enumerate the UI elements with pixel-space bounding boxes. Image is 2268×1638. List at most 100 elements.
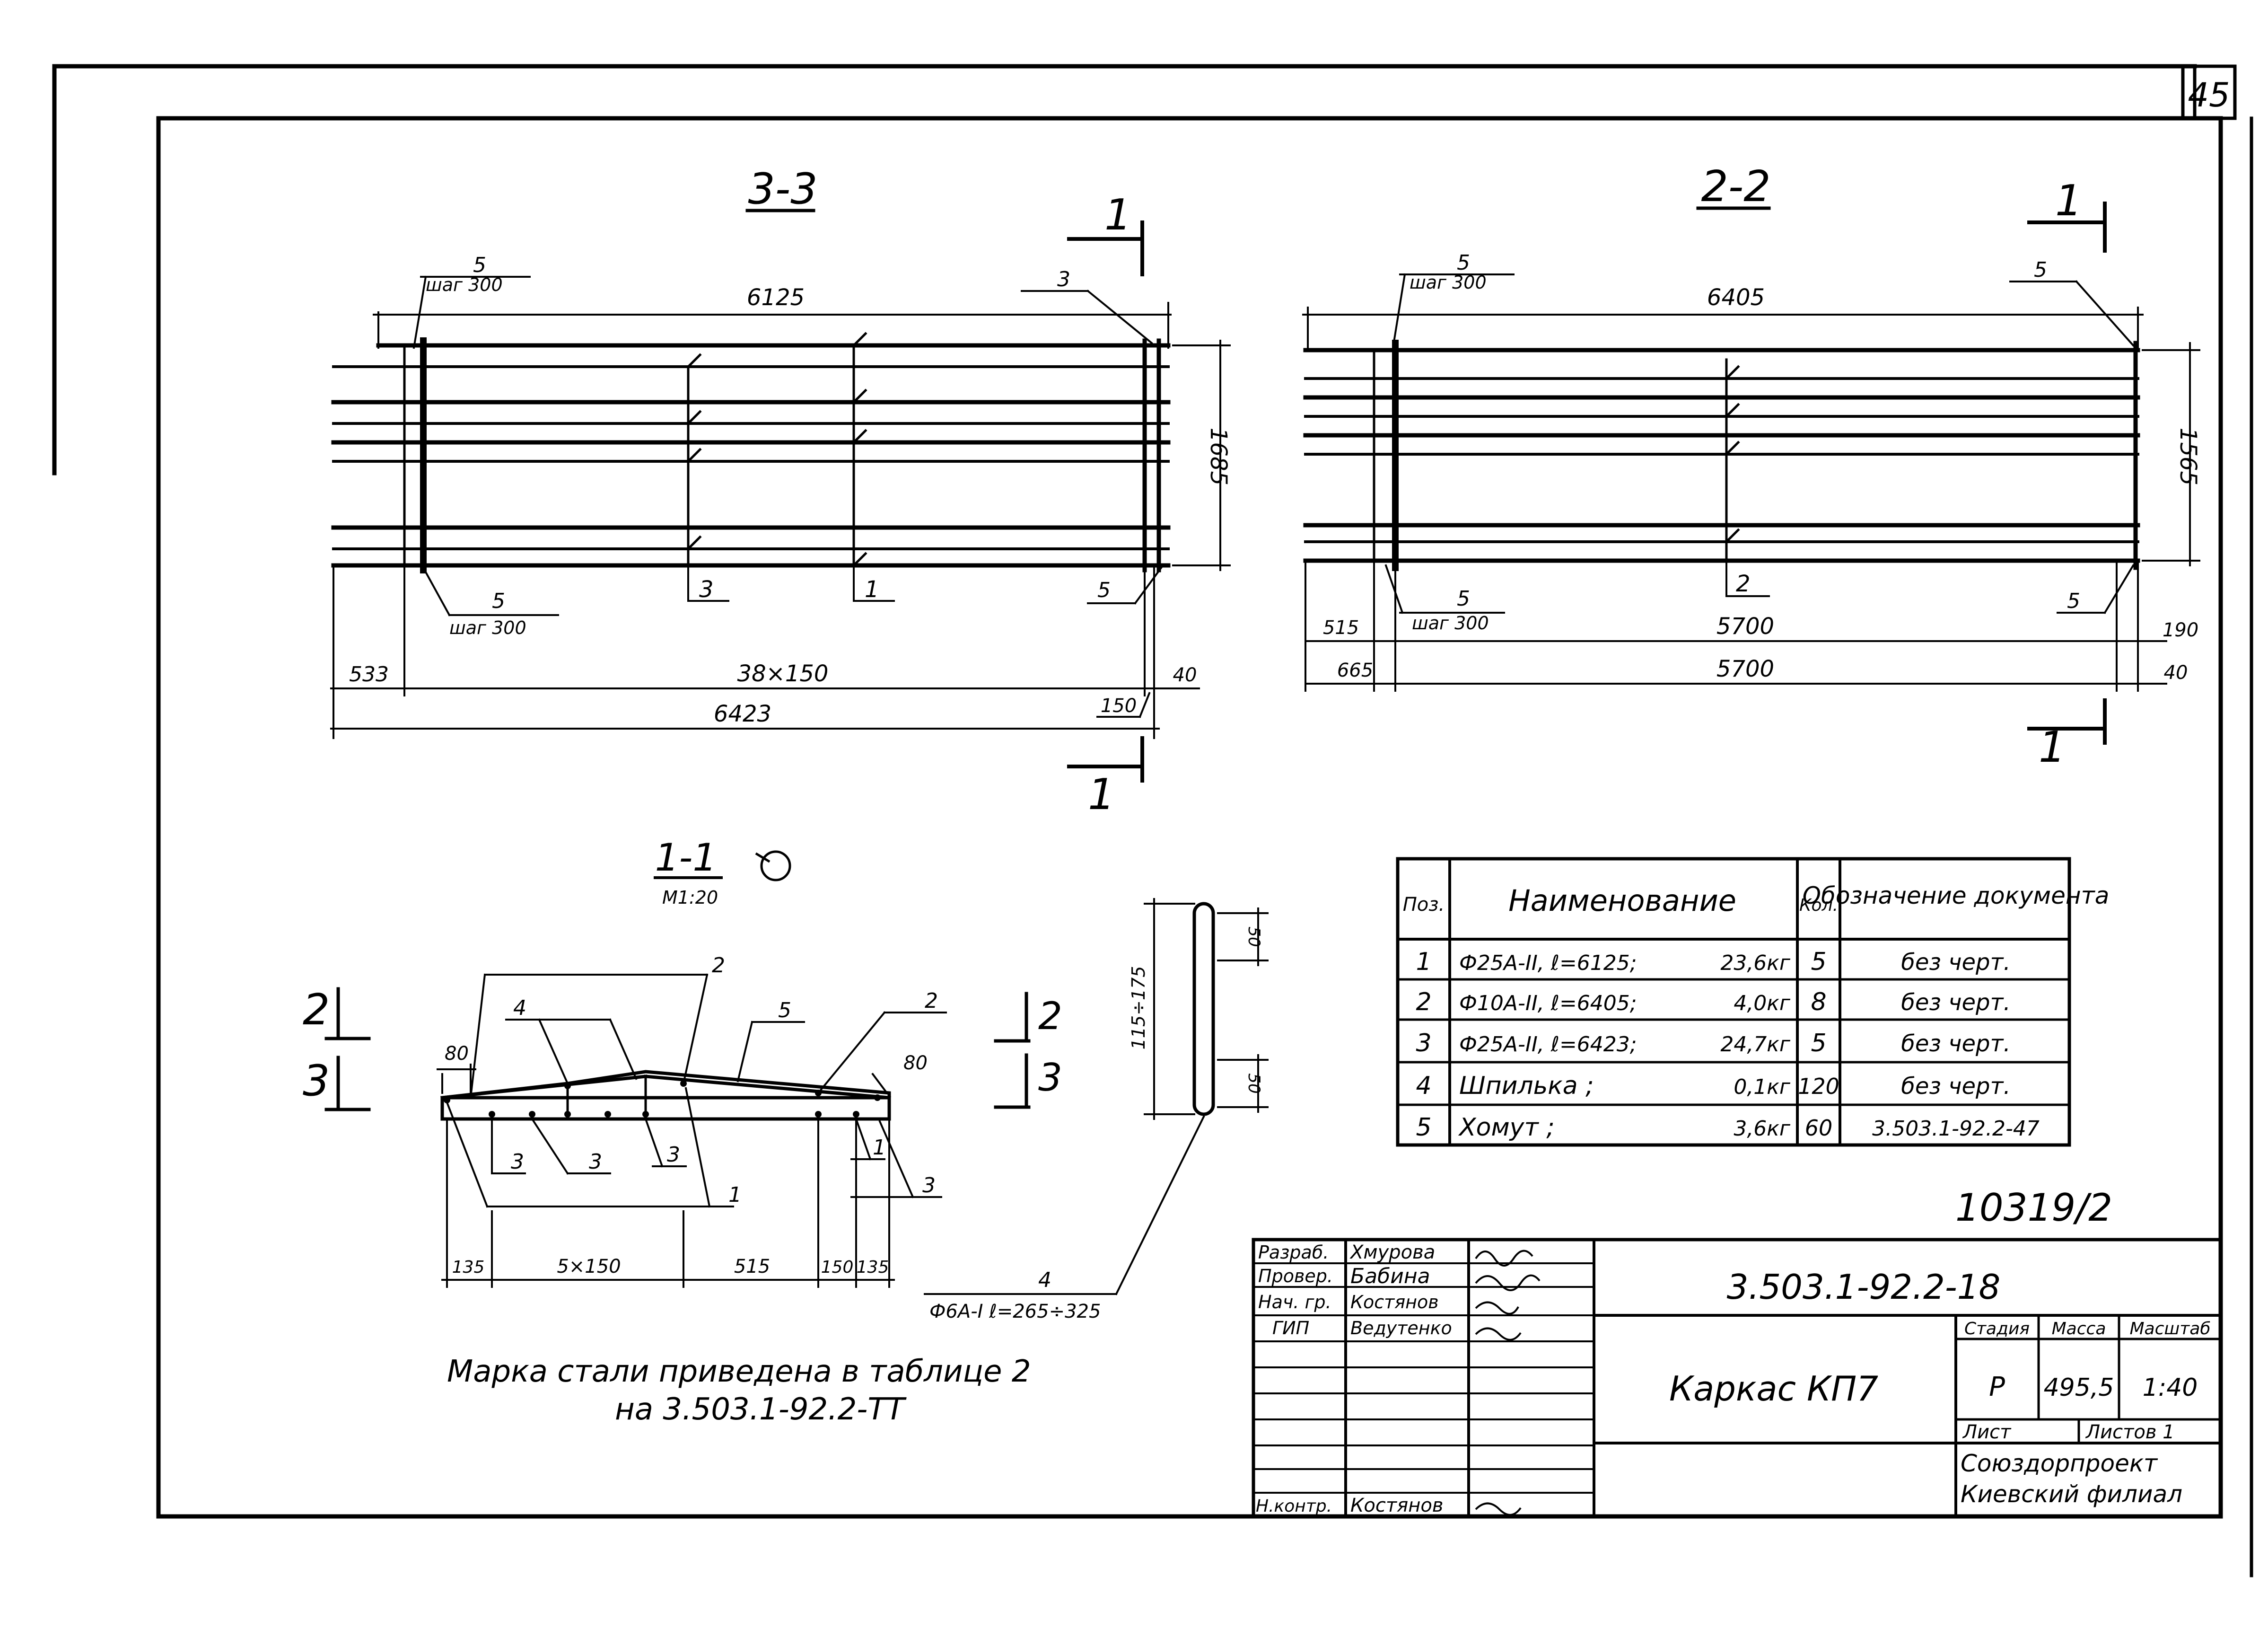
handwritten-reference: 10319/2: [1955, 1186, 2112, 1230]
section-3-3-title: 3-3: [748, 164, 818, 214]
spec-row: 2 Ф10А-II, ℓ=6405; 4,0кг 8 без черт.: [1416, 988, 2010, 1016]
spec-row-3-pos: 3: [1416, 1029, 1431, 1057]
callout-2-2-stirrup-top-pos: 5: [1457, 251, 1470, 275]
rotation-icon: [760, 850, 791, 881]
dim-1-1-80-left: 80: [445, 1043, 469, 1065]
spec-row-5-name: Хомут ;: [1458, 1113, 1555, 1142]
spec-row-3-name: Ф25А-II, ℓ=6423;: [1459, 1032, 1637, 1057]
dim-2-2-right-bottom: 40: [2164, 662, 2188, 684]
callout-1-1-pos-3-b: 3: [589, 1150, 602, 1174]
spec-row: 1 Ф25А-II, ℓ=6125; 23,6кг 5 без черт.: [1416, 948, 2010, 976]
spec-row-1-name: Ф25А-II, ℓ=6125;: [1459, 951, 1637, 975]
dim-3-3-end: 150: [1101, 695, 1137, 717]
cut-mark-2-2-bottom: 1: [2039, 722, 2066, 772]
spec-row-2-qty: 8: [1811, 988, 1826, 1016]
cut-mark-3-3-bottom: 1: [1088, 770, 1115, 819]
note-line-1: Марка стали приведена в таблице 2: [447, 1354, 1031, 1389]
dim-2-2-mid-top: 5700: [1716, 613, 1774, 640]
spec-row: 4 Шпилька ; 0,1кг 120 без черт.: [1416, 1072, 2010, 1100]
pin-detail: 115÷175 50 50 4 Ф6А-I ℓ=265÷325: [924, 898, 1269, 1322]
spec-row-1-doc: без черт.: [1901, 949, 2011, 976]
callout-2-2-stirrup-top-step: шаг 300: [1410, 272, 1487, 293]
callout-1-1-pos-3-d: 3: [922, 1173, 936, 1198]
dim-2-2-height: 1565: [2175, 428, 2201, 485]
spec-row-5-qty: 60: [1805, 1115, 1833, 1141]
spec-row-4-pos: 4: [1416, 1072, 1431, 1100]
cut-1-1-left-3: 3: [303, 1056, 330, 1106]
name-norm-control: Костянов: [1350, 1495, 1443, 1516]
pin-spec: Ф6А-I ℓ=265÷325: [929, 1301, 1101, 1322]
callout-3-3-stirrup-bottom-pos: 5: [492, 589, 505, 613]
sheet-label: Лист: [1962, 1421, 2012, 1443]
dim-3-3-total: 6423: [714, 701, 771, 727]
callout-3-3-pos-1: 1: [865, 576, 879, 603]
section-2-2: 2-2 1 1 6405 1565: [1302, 162, 2201, 772]
spec-row-3-qty: 5: [1811, 1029, 1826, 1057]
callout-2-2-pos-2: 2: [1736, 571, 1751, 597]
sheets-label: Листов 1: [2085, 1421, 2175, 1443]
role-group-head: Нач. гр.: [1258, 1292, 1331, 1312]
cut-1-1-right-2: 2: [1038, 994, 1062, 1038]
drawing-title: Каркас КП7: [1669, 1369, 1878, 1409]
callout-1-1-pos-4: 4: [513, 996, 526, 1020]
dim-3-3-left: 533: [349, 662, 389, 687]
dim-2-2-left-top: 515: [1323, 617, 1359, 639]
pin-dim-length: 115÷175: [1128, 966, 1149, 1050]
pin-dim-top: 50: [1244, 926, 1263, 947]
stage-label: Стадия: [1964, 1319, 2030, 1339]
callout-2-2-stirrup-bottom-pos: 5: [1457, 587, 1470, 611]
spec-row-1-mass: 23,6кг: [1720, 951, 1791, 975]
dim-3-3-pitch: 38×150: [737, 660, 829, 687]
dim-3-3-offset: 40: [1173, 664, 1197, 686]
sheet-number: 45: [2188, 76, 2230, 114]
role-chief-engineer: ГИП: [1272, 1318, 1309, 1339]
spec-row-3-doc: без черт.: [1901, 1030, 2011, 1057]
spec-table: Поз. Наименование Кол. Обозначение докум…: [1396, 857, 2110, 1147]
scale-label: Масштаб: [2129, 1319, 2210, 1339]
callout-1-1-pos-1-b: 1: [873, 1136, 886, 1160]
section-1-1: 1-1 М1:20 2 3 2 3: [303, 836, 1062, 1288]
note-line-2: на 3.503.1-92.2-ТТ: [615, 1392, 907, 1427]
callout-1-1-pos-3-c: 3: [667, 1143, 680, 1167]
callout-3-3-pos-3: 3: [699, 576, 714, 603]
callout-3-3-pos-3-top: 3: [1057, 267, 1070, 291]
name-group-head: Костянов: [1350, 1292, 1439, 1312]
sheet-number-box: 45: [2181, 64, 2237, 120]
name-developer: Хмурова: [1349, 1242, 1435, 1263]
section-1-1-title: 1-1: [655, 836, 717, 880]
spec-row: 5 Хомут ; 3,6кг 60 3.503.1-92.2-47: [1416, 1113, 2039, 1142]
role-developer: Разраб.: [1258, 1242, 1329, 1263]
spec-row-4-mass: 0,1кг: [1734, 1075, 1791, 1099]
spec-row-1-pos: 1: [1416, 948, 1431, 976]
dim-1-1-d: 150: [821, 1258, 854, 1277]
section-2-2-title: 2-2: [1701, 162, 1771, 211]
sheet-frame: [52, 64, 2253, 1577]
cut-mark-3-3-top: 1: [1104, 190, 1131, 240]
spec-row-2-mass: 4,0кг: [1734, 991, 1791, 1015]
callout-3-3-stirrup-top-step: шаг 300: [426, 274, 503, 295]
callout-3-3-pos-5-right: 5: [1097, 578, 1111, 602]
dim-1-1-b: 5×150: [557, 1256, 621, 1277]
stage-value: Р: [1989, 1372, 2005, 1402]
cut-mark-2-2-top: 1: [2055, 176, 2082, 226]
dim-1-1-c: 515: [734, 1256, 770, 1277]
spec-header-pos: Поз.: [1403, 894, 1445, 916]
mass-value: 495,5: [2044, 1374, 2114, 1402]
spec-row-3-mass: 24,7кг: [1720, 1032, 1791, 1057]
spec-row-2-name: Ф10А-II, ℓ=6405;: [1459, 991, 1637, 1015]
callout-3-3-stirrup-top-pos: 5: [473, 253, 486, 277]
spec-header-qty: Кол.: [1799, 896, 1838, 915]
section-1-1-scale: М1:20: [662, 887, 718, 908]
callout-1-1-pos-5: 5: [778, 998, 791, 1022]
dim-3-3-height: 1685: [1205, 428, 1232, 485]
spec-row-4-name: Шпилька ;: [1459, 1072, 1594, 1100]
title-block: Разраб. Хмурова Провер. Бабина Нач. гр. …: [1252, 1238, 2223, 1518]
callout-3-3-stirrup-bottom-step: шаг 300: [449, 617, 526, 638]
spec-header-doc: Обозначение документа: [1803, 882, 2110, 909]
pin-dim-bottom: 50: [1244, 1073, 1263, 1093]
cut-1-1-left-2: 2: [303, 985, 330, 1035]
role-norm-control: Н.контр.: [1256, 1497, 1332, 1516]
dim-2-2-length: 6405: [1707, 284, 1765, 311]
name-checker: Бабина: [1350, 1264, 1430, 1288]
dim-2-2-left-bottom: 665: [1337, 660, 1373, 681]
